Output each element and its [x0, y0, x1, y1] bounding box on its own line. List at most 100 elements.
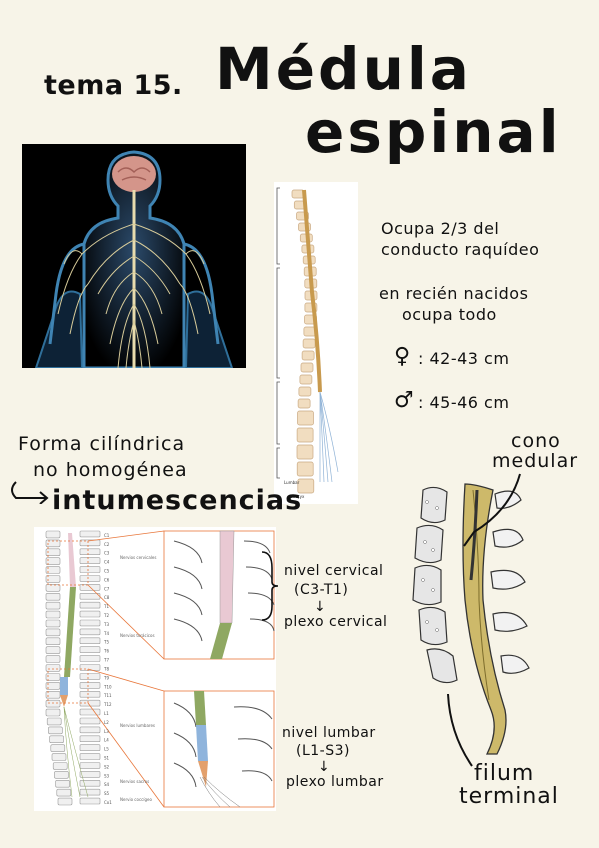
- spinous-process: [79, 788, 101, 796]
- vertebra-level-label: T10: [103, 684, 112, 689]
- vertebra-block: [51, 753, 67, 761]
- vertebra-block: [45, 699, 61, 708]
- spinous-process: [79, 717, 101, 725]
- spinous-process: [79, 726, 101, 734]
- spinous-process: [79, 708, 101, 716]
- vertebral-body: [301, 350, 315, 361]
- vertebra-level-label: T4: [103, 631, 109, 636]
- cono-pointer-line: [463, 473, 521, 547]
- vertebra-block: [46, 717, 62, 726]
- spinous-process: [79, 691, 101, 698]
- spinous-process: [79, 673, 101, 680]
- spinous-process: [79, 566, 101, 573]
- vertebra-block: [45, 673, 61, 681]
- fact-recien-line1: en recién nacidos: [379, 284, 529, 303]
- vertebra-level-label: T1: [103, 604, 109, 609]
- vertebra-level-label: L3: [104, 729, 109, 734]
- vertebra-block: [45, 628, 61, 637]
- forma-line2: no homogénea: [33, 459, 188, 481]
- cervical-plexus-label: plexo cervical: [284, 614, 388, 630]
- vertebra-block: [55, 780, 70, 788]
- vertebra-block: [45, 708, 61, 717]
- curved-arrow-icon: [11, 481, 49, 504]
- vertebra-level-label: C6: [104, 577, 110, 582]
- spinous-process: [79, 771, 101, 778]
- page-title-line1: Médula: [215, 35, 472, 103]
- vertebra-block: [49, 735, 64, 744]
- cervical-range-label: (C3-T1): [294, 582, 349, 598]
- cono-label-line2: medular: [492, 450, 579, 472]
- vertebra-block: [56, 788, 72, 797]
- vertebra-level-label: L4: [104, 738, 109, 743]
- vertebral-body: [297, 478, 315, 494]
- spinous-process: [79, 610, 101, 618]
- spinous-process: [79, 619, 101, 627]
- vertebra-level-label: C7: [104, 586, 110, 591]
- lumbar-range-label: (L1-S3): [296, 743, 350, 759]
- intumescencias-label: intumescencias: [52, 485, 303, 516]
- vertebral-body: [298, 386, 312, 397]
- vertebra-level-label: T11: [103, 693, 112, 698]
- fact-ocupa-line1: Ocupa 2/3 del: [381, 219, 500, 238]
- lumbar-plexus-label: plexo lumbar: [286, 774, 384, 790]
- nervous-system-illustration: [22, 144, 246, 368]
- vertebra-level-label: T2: [103, 613, 109, 618]
- vertebral-body: [297, 398, 311, 409]
- vertebra-level-label: S2: [104, 764, 110, 769]
- forma-line1: Forma cilíndrica: [18, 433, 186, 455]
- spinous-process: [79, 780, 101, 787]
- vertebra-level-label: L2: [104, 720, 109, 725]
- vertebral-body: [296, 427, 314, 443]
- vertebral-body: [300, 362, 314, 373]
- vertebra-level-label: C3: [104, 551, 110, 556]
- lumbar-arrow-icon: ↓: [318, 759, 331, 775]
- vertebra-block: [45, 610, 61, 619]
- vertebra-level-label: C1: [104, 533, 110, 538]
- vertebra-block: [45, 575, 61, 583]
- spinous-process: [79, 637, 101, 645]
- vertebra-block: [50, 744, 66, 752]
- vertebra-block: [45, 619, 61, 628]
- fact-male-length: : 45-46 cm: [418, 393, 510, 412]
- vertebra-level-label: C4: [104, 560, 110, 565]
- female-symbol-icon: ♀: [394, 344, 411, 369]
- cord-enlargements-figure: C1C2C3C4C5C6C7C8T1T2T3T4T5T6T7T8T9T10T11…: [34, 527, 276, 811]
- spinous-process: [79, 646, 101, 653]
- vertebra-block: [45, 593, 61, 601]
- fact-female-length: : 42-43 cm: [418, 349, 510, 368]
- filum-label-line2: terminal: [459, 784, 559, 809]
- vertebral-body: [302, 338, 316, 349]
- spinous-process: [79, 530, 101, 538]
- tema-label: tema 15.: [44, 70, 183, 101]
- vertebra-block: [45, 664, 61, 672]
- filum-pointer-line: [447, 693, 473, 767]
- spinous-process: [79, 797, 101, 805]
- vertebral-column-lateral-figure: Lumbar Coccyx: [274, 182, 358, 504]
- vertebra-level-label: T5: [103, 640, 109, 645]
- vertebra-level-label: L1: [104, 711, 109, 716]
- vertebra-level-label: T7: [103, 658, 109, 663]
- vertebra-block: [48, 726, 63, 735]
- vertebra-block: [45, 557, 61, 565]
- vertebra-level-label: S1: [104, 756, 110, 761]
- vertebra-level-label: S3: [104, 773, 110, 778]
- side-label-coccygeal: Nervio coccígeo: [120, 797, 152, 802]
- spinous-process: [79, 735, 101, 743]
- vertebra-level-label: S4: [104, 782, 110, 787]
- vertebra-block: [45, 601, 61, 610]
- side-label-thoracic: Nervios torácicos: [120, 633, 155, 638]
- vertebra-level-label: T12: [103, 702, 112, 707]
- svg-text:Coccyx: Coccyx: [290, 494, 305, 499]
- vertebra-level-label: T6: [103, 649, 109, 654]
- vertebra-block: [54, 771, 69, 779]
- vertebra-level-label: C2: [104, 542, 110, 547]
- spinous-process: [79, 557, 101, 564]
- cervical-bracket: [261, 551, 279, 621]
- spinous-process: [79, 575, 101, 582]
- cervical-level-label: nivel cervical: [284, 563, 384, 579]
- spinous-process: [79, 548, 101, 555]
- vertebra-block: [45, 646, 61, 654]
- vertebra-level-label: Co1: [104, 800, 112, 805]
- vertebra-level-label: T8: [103, 667, 109, 672]
- cono-label-line1: cono: [511, 430, 561, 452]
